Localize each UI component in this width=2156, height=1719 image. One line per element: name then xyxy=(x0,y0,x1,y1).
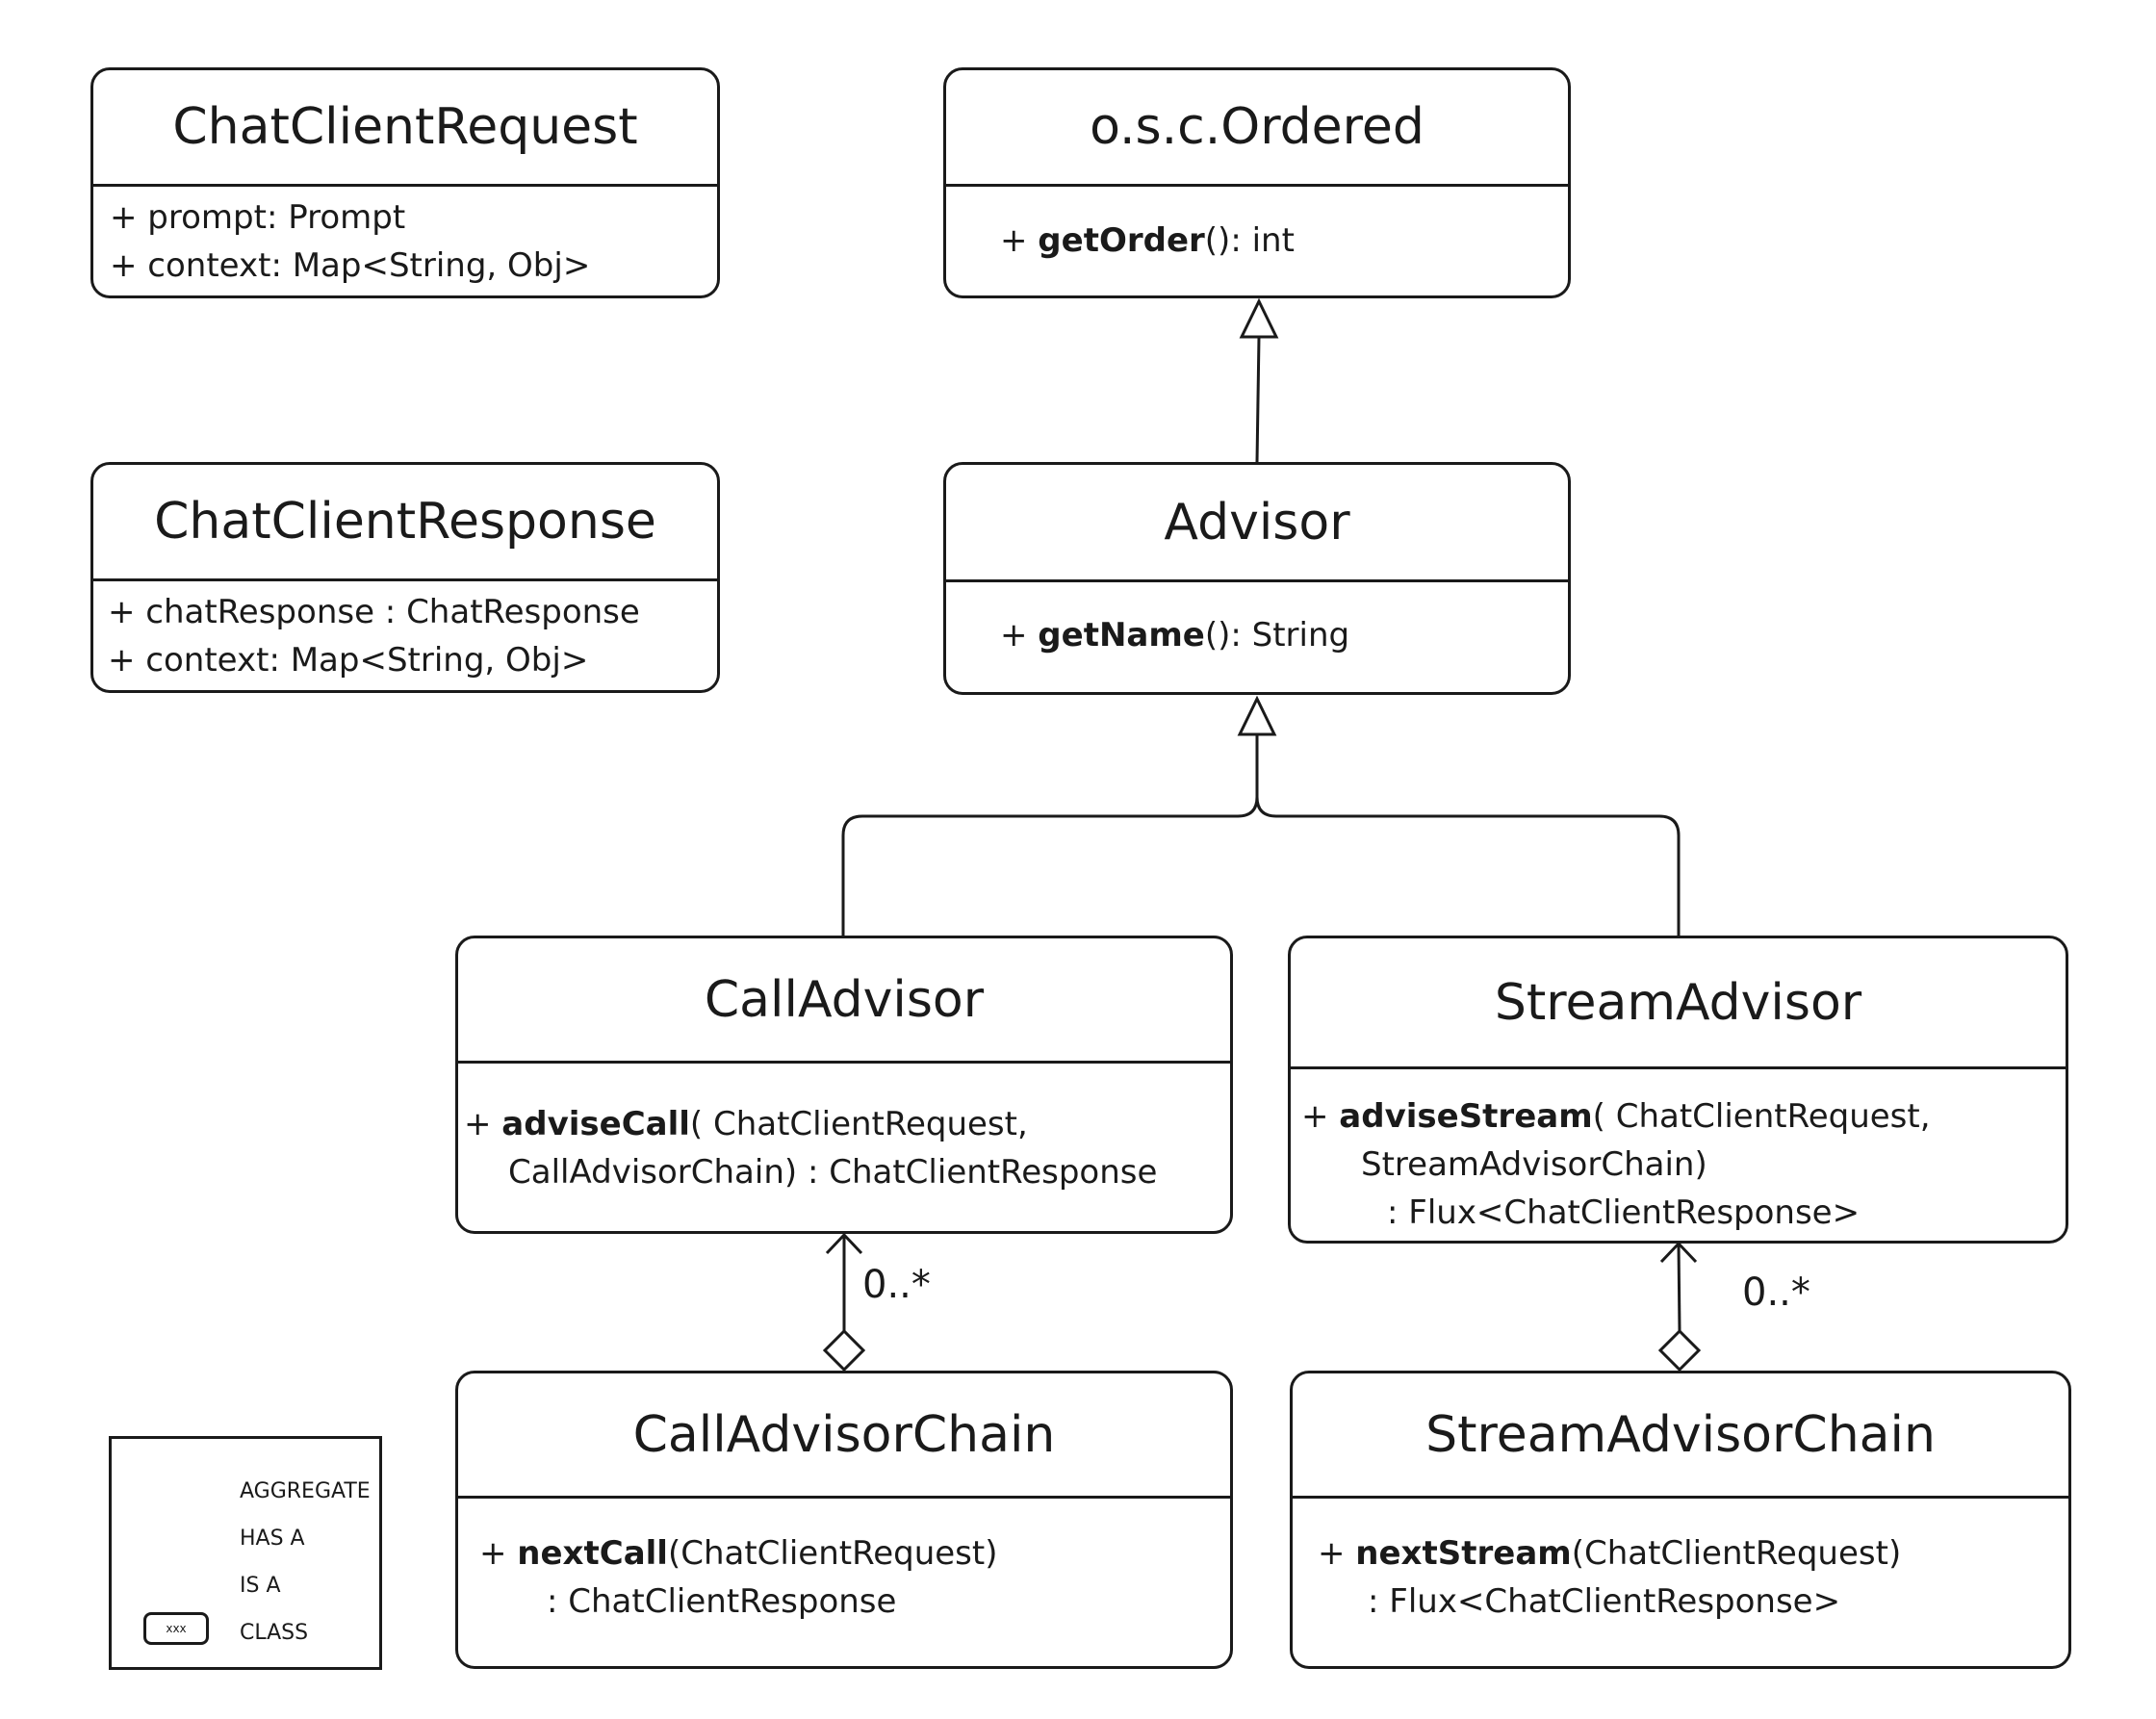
class-name: ChatClientRequest xyxy=(93,70,717,187)
class-chat-client-request: ChatClientRequest + prompt: Prompt + con… xyxy=(90,67,720,298)
class-stream-advisor: StreamAdvisor + adviseStream( ChatClient… xyxy=(1288,936,2068,1244)
legend-class-label: CLASS xyxy=(240,1621,309,1645)
generalization-arrowhead-advisor xyxy=(1237,695,1277,736)
stream-chain-open-arrowhead xyxy=(1659,1241,1698,1264)
stream-chain-aggregate-diamond xyxy=(1657,1328,1702,1373)
method-advise-stream: + adviseStream( ChatClientRequest, xyxy=(1301,1097,1931,1136)
class-ordered: o.s.c.Ordered + getOrder(): int xyxy=(943,67,1571,298)
method-get-order: + getOrder(): int xyxy=(1000,221,1295,260)
field-context: + context: Map<String, Obj> xyxy=(108,641,589,680)
legend-class-swatch: xxx xyxy=(143,1612,209,1645)
class-stream-advisor-chain: StreamAdvisorChain + nextStream(ChatClie… xyxy=(1290,1371,2071,1669)
field-prompt: + prompt: Prompt xyxy=(110,198,406,237)
call-advisor-to-advisor-line xyxy=(841,734,1259,937)
advisor-to-ordered-line xyxy=(1255,336,1261,463)
class-name: CallAdvisor xyxy=(458,938,1230,1064)
class-call-advisor: CallAdvisor + adviseCall( ChatClientRequ… xyxy=(455,936,1233,1234)
class-name: Advisor xyxy=(946,465,1568,582)
call-chain-aggregate-diamond xyxy=(822,1328,866,1373)
stream-chain-aggregation-line xyxy=(1677,1244,1681,1332)
field-chat-response: + chatResponse : ChatResponse xyxy=(108,593,640,631)
class-chat-client-response: ChatClientResponse + chatResponse : Chat… xyxy=(90,462,720,693)
method-next-stream: + nextStream(ChatClientRequest) xyxy=(1318,1534,1902,1573)
field-context: + context: Map<String, Obj> xyxy=(110,246,591,285)
method-return-type: : Flux<ChatClientResponse> xyxy=(1387,1193,1861,1232)
method-advise-call: + adviseCall( ChatClientRequest, xyxy=(464,1105,1028,1143)
class-advisor: Advisor + getName(): String xyxy=(943,462,1571,695)
class-name: CallAdvisorChain xyxy=(458,1373,1230,1499)
stream-multiplicity-label: 0..* xyxy=(1742,1270,1810,1315)
class-name: StreamAdvisorChain xyxy=(1293,1373,2068,1499)
generalization-arrowhead-ordered xyxy=(1239,297,1279,339)
class-name: StreamAdvisor xyxy=(1291,938,2066,1069)
legend-has-a-label: HAS A xyxy=(240,1527,305,1551)
method-return-type: : ChatClientResponse xyxy=(547,1582,897,1621)
class-name: ChatClientResponse xyxy=(93,465,717,581)
class-name: o.s.c.Ordered xyxy=(946,70,1568,187)
call-multiplicity-label: 0..* xyxy=(862,1263,931,1307)
legend: AGGREGATE HAS A IS A xxx CLASS xyxy=(109,1436,382,1670)
method-continuation: CallAdvisorChain) : ChatClientResponse xyxy=(508,1153,1158,1192)
method-return-type: : Flux<ChatClientResponse> xyxy=(1368,1582,1841,1621)
class-call-advisor-chain: CallAdvisorChain + nextCall(ChatClientRe… xyxy=(455,1371,1233,1669)
call-chain-open-arrowhead xyxy=(825,1232,863,1255)
method-continuation: StreamAdvisorChain) xyxy=(1361,1145,1707,1184)
legend-aggregate-label: AGGREGATE xyxy=(240,1479,371,1503)
stream-advisor-to-advisor-line xyxy=(1255,796,1681,937)
method-get-name: + getName(): String xyxy=(1000,616,1350,654)
legend-is-a-label: IS A xyxy=(240,1574,281,1598)
method-next-call: + nextCall(ChatClientRequest) xyxy=(479,1534,998,1573)
